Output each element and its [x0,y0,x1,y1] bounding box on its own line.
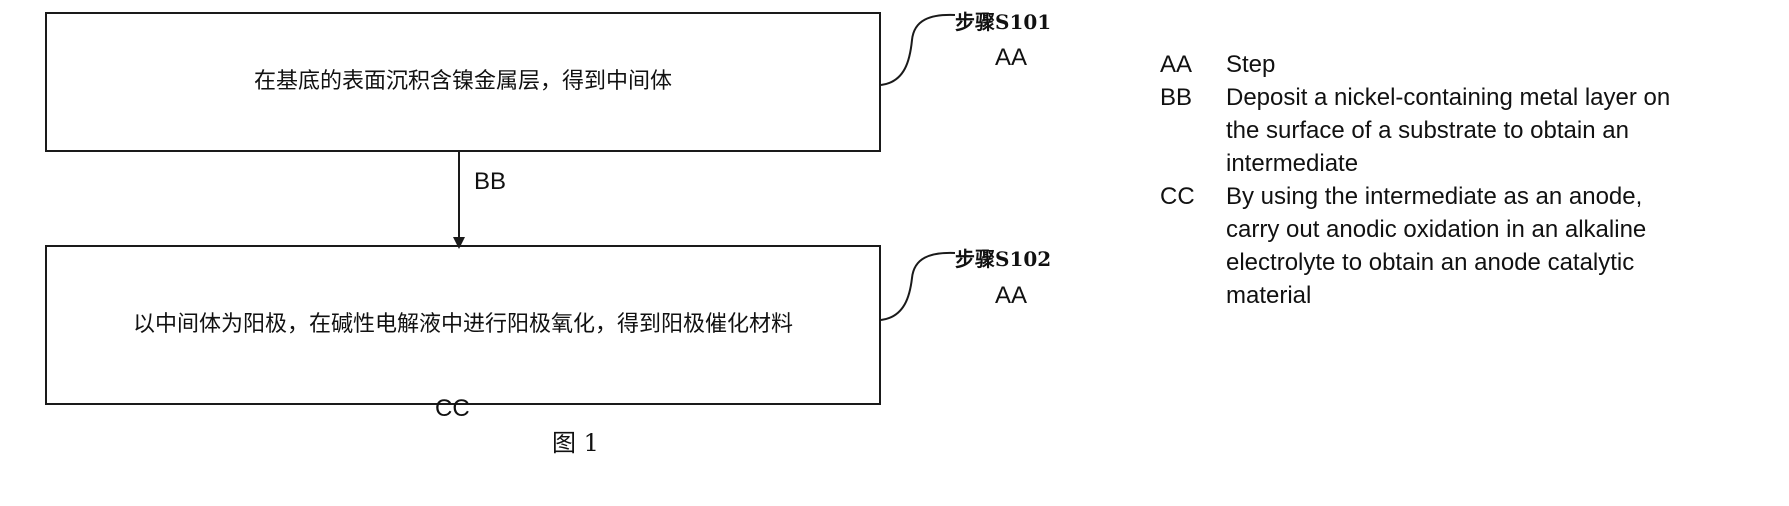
legend-row-aa: AA Step [1160,48,1686,81]
step-s101-code: AA [995,44,1027,72]
figure-caption: 图 1 [552,423,599,458]
step-s102-code: AA [995,282,1027,310]
legend-value: Deposit a nickel-containing metal layer … [1226,81,1686,180]
legend-row-cc: CC By using the intermediate as an anode… [1160,180,1686,312]
legend-key: CC [1160,180,1226,312]
legend-key: AA [1160,48,1226,81]
step-s102-label: 步骤S102 [955,243,1051,272]
leader-line-s102 [881,253,955,320]
arrow-code-label: BB [474,168,506,196]
leader-line-s101 [881,15,955,85]
legend: AA Step BB Deposit a nickel-containing m… [1160,48,1686,312]
legend-value: Step [1226,48,1686,81]
legend-row-bb: BB Deposit a nickel-containing metal lay… [1160,81,1686,180]
box2-code-label: CC [435,395,470,423]
step-s101-label: 步骤S101 [955,6,1051,35]
legend-value: By using the intermediate as an anode, c… [1226,180,1686,312]
legend-key: BB [1160,81,1226,180]
